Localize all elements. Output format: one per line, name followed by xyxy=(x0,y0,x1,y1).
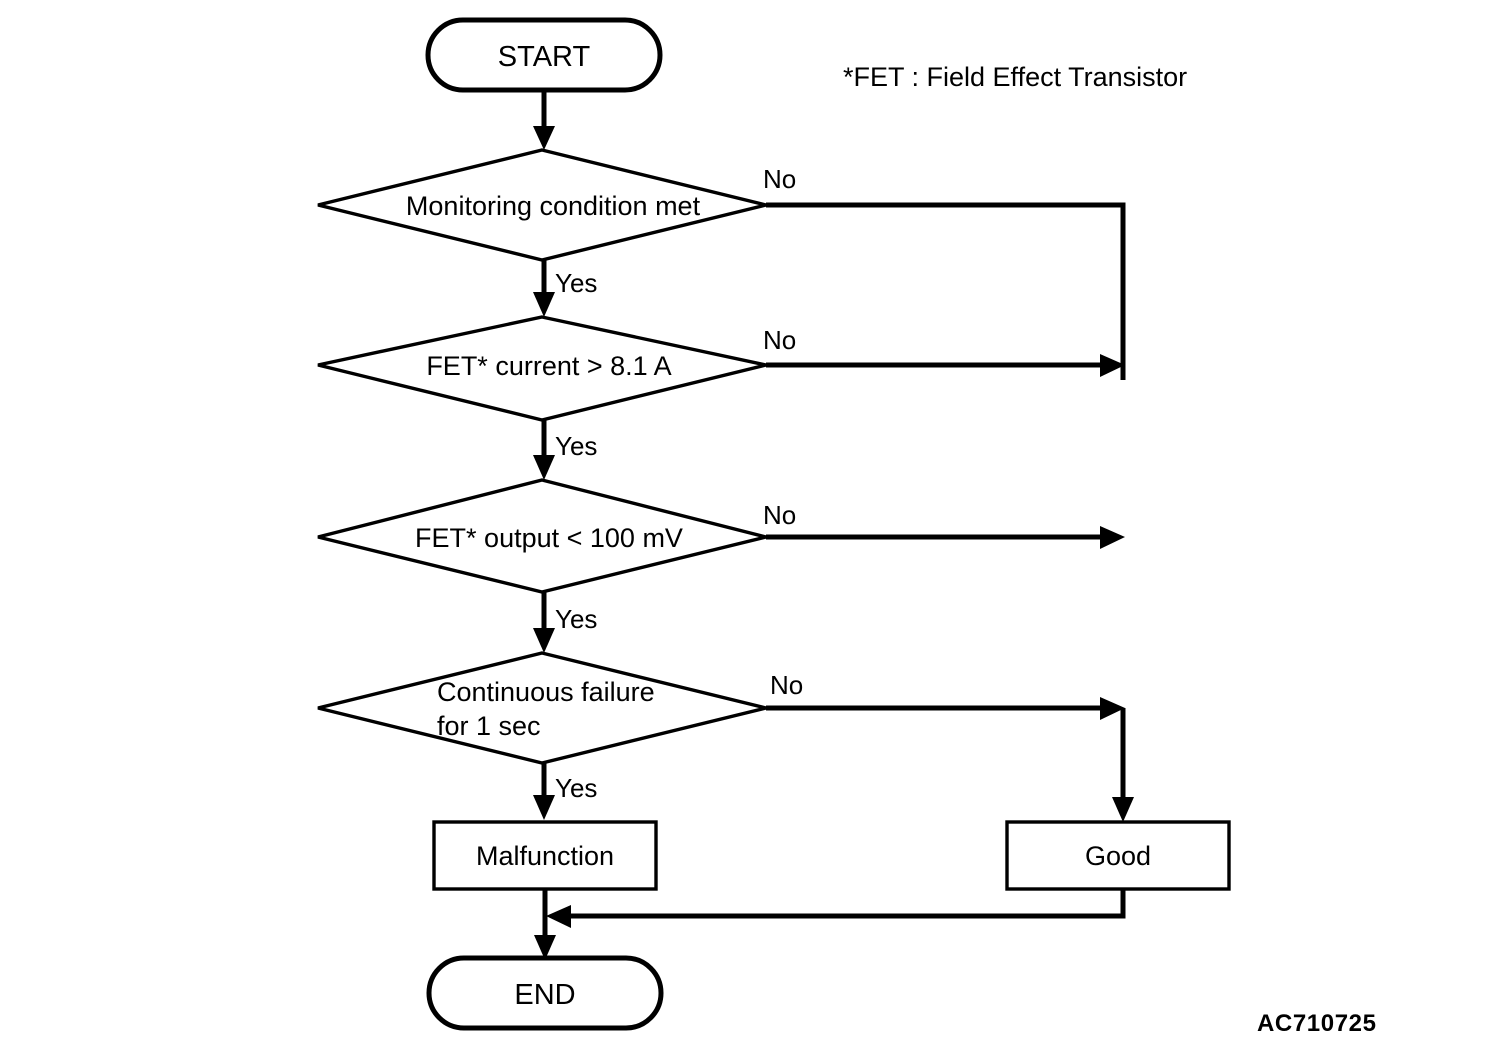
branch-no-3: No xyxy=(763,500,1125,549)
decision2-label: FET* current > 8.1 A xyxy=(426,351,671,381)
connector-malfunction-to-end xyxy=(534,889,556,960)
fet-legend-note: *FET : Field Effect Transistor xyxy=(843,62,1187,92)
arrowhead-right-icon xyxy=(1100,526,1125,549)
decision4-label-line2: for 1 sec xyxy=(437,711,541,741)
arrowhead-down-icon xyxy=(1112,797,1134,822)
decision4-label-line1: Continuous failure xyxy=(437,677,655,707)
branch-label-yes-4: Yes xyxy=(555,773,597,803)
node-end[interactable]: END xyxy=(426,955,664,1031)
node-malfunction[interactable]: Malfunction xyxy=(432,820,658,891)
connector-no-trunk-to-good xyxy=(1112,708,1134,822)
arrowhead-down-icon xyxy=(534,935,556,960)
arrowhead-down-icon xyxy=(533,795,555,820)
good-box-shape xyxy=(1005,820,1231,891)
malfunction-label: Malfunction xyxy=(476,841,614,871)
node-decision-fet-current[interactable]: FET* current > 8.1 A xyxy=(317,315,767,422)
branch-label-no-3: No xyxy=(763,500,796,530)
connector-start-to-decision1 xyxy=(533,90,555,150)
connector-good-to-end-merge xyxy=(546,889,1126,928)
branch-yes-4: Yes xyxy=(533,763,597,820)
decision3-label: FET* output < 100 mV xyxy=(415,523,683,553)
branch-yes-3: Yes xyxy=(533,592,597,653)
node-decision-monitoring-condition[interactable]: Monitoring condition met xyxy=(317,148,767,262)
branch-yes-2: Yes xyxy=(533,420,597,480)
node-decision-fet-output[interactable]: FET* output < 100 mV xyxy=(317,478,767,594)
figure-code-label: AC710725 xyxy=(1257,1010,1377,1037)
branch-label-no-2: No xyxy=(763,325,796,355)
decision1-label: Monitoring condition met xyxy=(406,191,701,221)
branch-label-yes-1: Yes xyxy=(555,268,597,298)
branch-no-4: No xyxy=(766,670,1125,720)
node-start[interactable]: START xyxy=(425,17,663,93)
arrowhead-right-icon xyxy=(1100,697,1125,720)
branch-label-yes-3: Yes xyxy=(555,604,597,634)
end-terminal-shape xyxy=(426,955,664,1031)
end-label: END xyxy=(514,979,575,1011)
arrowhead-down-icon xyxy=(533,292,555,317)
arrowhead-left-icon xyxy=(546,905,571,928)
start-label: START xyxy=(498,41,591,73)
arrowhead-down-icon xyxy=(533,126,555,150)
branch-no-1: No xyxy=(763,164,1126,380)
branch-label-no-1: No xyxy=(763,164,796,194)
branch-label-yes-2: Yes xyxy=(555,431,597,461)
arrowhead-down-icon xyxy=(533,628,555,653)
branch-no-2: No xyxy=(763,325,1125,377)
arrowhead-right-icon xyxy=(1100,354,1125,377)
decision4-diamond-shape xyxy=(317,651,767,765)
node-decision-continuous-failure[interactable]: Continuous failure for 1 sec xyxy=(317,651,767,765)
good-label: Good xyxy=(1085,841,1151,871)
node-good[interactable]: Good xyxy=(1005,820,1231,891)
arrowhead-down-icon xyxy=(533,455,555,480)
branch-yes-1: Yes xyxy=(533,260,597,317)
branch-label-no-4: No xyxy=(770,670,803,700)
